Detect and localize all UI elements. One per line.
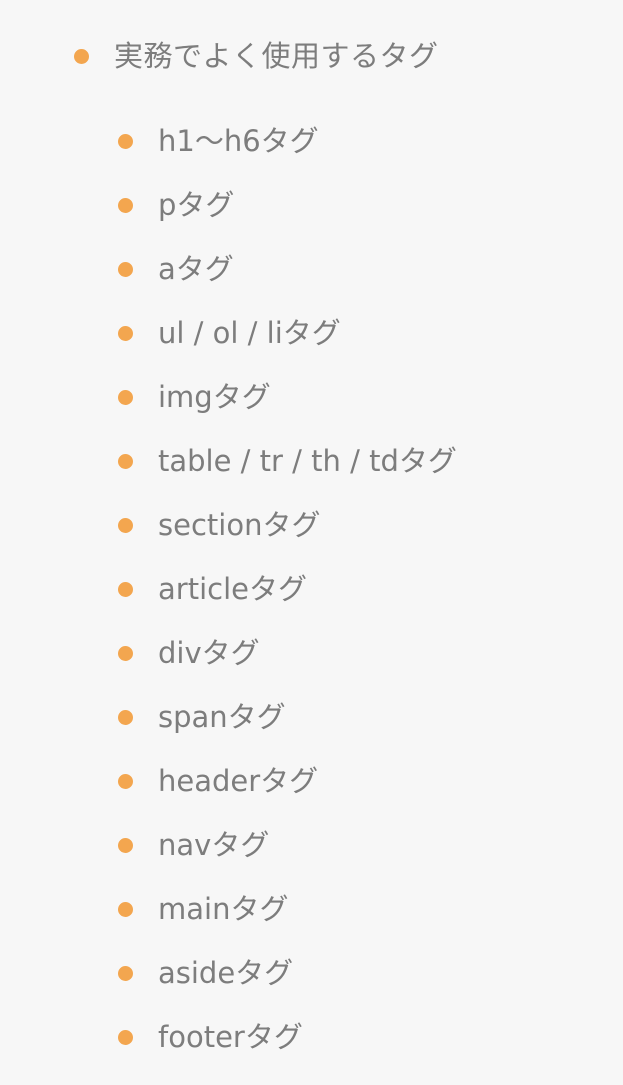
bullet-icon <box>118 133 133 149</box>
toc-subitem-label[interactable]: mainタグ <box>158 892 289 926</box>
bullet-icon <box>118 581 133 597</box>
toc-subitem-label[interactable]: spanタグ <box>158 700 286 734</box>
bullet-icon <box>118 325 133 341</box>
toc-subitem-div[interactable]: divタグ <box>118 621 457 685</box>
toc-subitem-p[interactable]: pタグ <box>118 173 457 237</box>
toc-subitem-label[interactable]: imgタグ <box>158 380 271 414</box>
bullet-icon <box>118 837 133 853</box>
toc-subitem-label[interactable]: divタグ <box>158 636 260 670</box>
bullet-icon <box>118 709 133 725</box>
bullet-icon <box>118 197 133 213</box>
toc-subitem-ul-ol-li[interactable]: ul / ol / liタグ <box>118 301 457 365</box>
bullet-icon <box>118 261 133 277</box>
toc-subitem-label[interactable]: table / tr / th / tdタグ <box>158 444 457 478</box>
toc-subitem-label[interactable]: ul / ol / liタグ <box>158 316 341 350</box>
toc-subitem-img[interactable]: imgタグ <box>118 365 457 429</box>
toc-subitem-article[interactable]: articleタグ <box>118 557 457 621</box>
bullet-icon <box>118 901 133 917</box>
bullet-icon <box>118 517 133 533</box>
toc-subitem-h1-h6[interactable]: h1〜h6タグ <box>118 109 457 173</box>
bullet-icon <box>118 453 133 469</box>
toc-sub-list: h1〜h6タグ pタグ aタグ ul / ol / liタグ imgタグ tab… <box>118 109 457 1069</box>
toc-subitem-label[interactable]: sectionタグ <box>158 508 321 542</box>
bullet-icon <box>118 965 133 981</box>
bullet-icon <box>118 389 133 405</box>
toc-subitem-main[interactable]: mainタグ <box>118 877 457 941</box>
bullet-icon <box>118 773 133 789</box>
toc-item-label[interactable]: 実務でよく使用するタグ <box>114 39 439 73</box>
toc-subitem-aside[interactable]: asideタグ <box>118 941 457 1005</box>
bullet-icon <box>74 48 89 64</box>
toc-subitem-nav[interactable]: navタグ <box>118 813 457 877</box>
bullet-icon <box>118 1029 133 1045</box>
toc-subitem-label[interactable]: articleタグ <box>158 572 307 606</box>
toc-subitem-label[interactable]: asideタグ <box>158 956 294 990</box>
toc-subitem-section[interactable]: sectionタグ <box>118 493 457 557</box>
toc-subitem-table[interactable]: table / tr / th / tdタグ <box>118 429 457 493</box>
toc-item-common-tags[interactable]: 実務でよく使用するタグ <box>74 34 439 78</box>
bullet-icon <box>118 645 133 661</box>
toc-subitem-footer[interactable]: footerタグ <box>118 1005 457 1069</box>
toc-subitem-label[interactable]: navタグ <box>158 828 270 862</box>
toc-subitem-label[interactable]: footerタグ <box>158 1020 303 1054</box>
toc-subitem-label[interactable]: h1〜h6タグ <box>158 124 319 158</box>
toc-subitem-label[interactable]: pタグ <box>158 188 235 222</box>
toc-subitem-label[interactable]: headerタグ <box>158 764 319 798</box>
toc-subitem-a[interactable]: aタグ <box>118 237 457 301</box>
toc-subitem-label[interactable]: aタグ <box>158 252 234 286</box>
toc-subitem-span[interactable]: spanタグ <box>118 685 457 749</box>
toc-subitem-header[interactable]: headerタグ <box>118 749 457 813</box>
